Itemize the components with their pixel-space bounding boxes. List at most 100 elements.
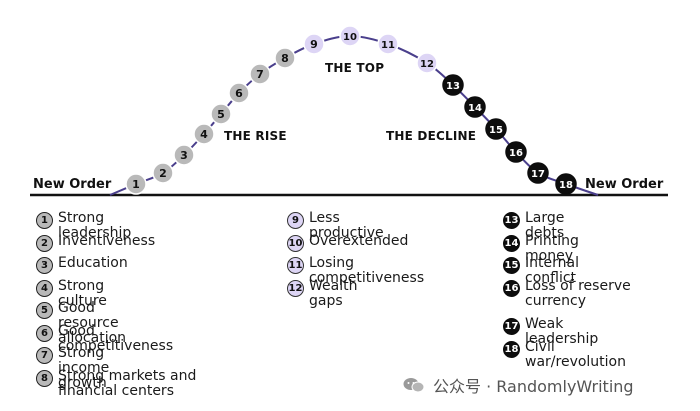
curve-dot-circle: [377, 33, 399, 55]
curve-dot-13: 13: [442, 74, 464, 96]
curve-dot-number: 2: [159, 167, 167, 180]
curve-dot-circle: [527, 162, 549, 184]
legend-item-3: 3 Education: [36, 256, 128, 274]
legend-number-badge: 3: [36, 257, 53, 274]
new-order-right-label: New Order: [585, 177, 664, 192]
legend-number-badge: 1: [36, 212, 53, 229]
legend-item-13: 13 Large debts: [503, 211, 564, 241]
legend-label: Good resource allocation: [58, 300, 127, 346]
the-rise-label: THE RISE: [224, 129, 287, 143]
curve-dot-circle: [193, 123, 215, 145]
curve-dot-number: 13: [446, 81, 460, 92]
curve-dot-18: 18: [555, 173, 577, 195]
curve-dot-circle: [125, 173, 147, 195]
legend-number-badge: 17: [503, 318, 520, 335]
curve-dot-number: 5: [217, 108, 225, 121]
legend-number-badge: 12: [287, 280, 304, 297]
legend-number-badge: 9: [287, 212, 304, 229]
curve-dot-circle: [485, 118, 507, 140]
curve-dot-4: 4: [193, 123, 215, 145]
legend-label: Overextended: [309, 233, 409, 249]
curve-dot-14: 14: [464, 96, 486, 118]
legend-label: Civil war/revolution: [525, 339, 626, 370]
curve-dot-3: 3: [173, 144, 195, 166]
legend-label: Losing competitiveness: [309, 255, 425, 286]
curve-dot-number: 6: [235, 87, 243, 100]
legend-number-badge: 6: [36, 325, 53, 342]
legend-label: Wealth gaps: [309, 278, 358, 309]
curve-dot-number: 7: [256, 68, 264, 81]
the-decline-label: THE DECLINE: [386, 129, 477, 143]
watermark: 公众号 · RandomlyWriting: [403, 373, 634, 397]
curve-dot-number: 3: [180, 149, 188, 162]
legend-number-badge: 2: [36, 235, 53, 252]
curve-dot-circle: [210, 103, 232, 125]
curve-dot-circle: [505, 141, 527, 163]
curve-dot-circle: [442, 74, 464, 96]
curve-dot-circle: [339, 25, 361, 47]
legend-item-7: 7 Strong income growth: [36, 346, 109, 391]
legend-number-badge: 8: [36, 370, 53, 387]
curve-dot-number: 16: [509, 148, 523, 159]
curve-dot-number: 1: [132, 178, 140, 191]
curve-dot-circle: [416, 52, 438, 74]
curve-dot-number: 12: [420, 59, 434, 70]
new-order-left-label: New Order: [33, 177, 112, 192]
curve-dot-2: 2: [152, 162, 174, 184]
legend-label: Printing money: [525, 233, 579, 264]
legend-item-4: 4 Strong culture: [36, 279, 107, 309]
legend-number-badge: 7: [36, 347, 53, 364]
curve-dot-15: 15: [485, 118, 507, 140]
legend-label: Education: [58, 255, 128, 271]
curve-dot-number: 9: [310, 38, 318, 51]
curve-dot-circle: [152, 162, 174, 184]
curve-dot-16: 16: [505, 141, 527, 163]
legend-number-badge: 4: [36, 280, 53, 297]
legend-number-badge: 5: [36, 302, 53, 319]
legend-item-5: 5 Good resource allocation: [36, 301, 126, 346]
curve-dot-5: 5: [210, 103, 232, 125]
curve-dot-number: 15: [489, 125, 503, 136]
legend-label: Good competitiveness: [58, 323, 174, 354]
legend-item-8: 8 Strong markets and financial centers: [36, 369, 208, 399]
curve-dot-circle: [464, 96, 486, 118]
legend-number-badge: 11: [287, 257, 304, 274]
legend-label: Large debts: [525, 210, 565, 241]
legend-item-17: 17 Weak leadership: [503, 317, 598, 347]
legend-label: Strong income growth: [58, 345, 110, 391]
watermark-text: 公众号 · RandomlyWriting: [433, 377, 634, 396]
curve-dot-8: 8: [274, 47, 296, 69]
curve-dot-circle: [303, 33, 325, 55]
legend-item-9: 9 Less productive: [287, 211, 384, 241]
curve-dot-circle: [173, 144, 195, 166]
legend-label: Strong leadership: [58, 210, 132, 241]
curve-dot-number: 14: [468, 103, 482, 114]
legend-label: Less productive: [309, 210, 384, 241]
legend-label: Weak leadership: [525, 316, 599, 347]
curve-dot-number: 8: [281, 52, 289, 65]
legend-label: Internal conflict: [525, 255, 579, 286]
legend-item-10: 10 Overextended: [287, 234, 408, 252]
legend-label: Strong markets and financial centers: [58, 368, 197, 399]
curve-dot-6: 6: [228, 82, 250, 104]
curve-dot-circle: [249, 63, 271, 85]
legend-label: Strong culture: [58, 278, 107, 309]
curve-dot-12: 12: [416, 52, 438, 74]
curve-dot-number: 11: [381, 40, 395, 51]
curve-dot-number: 18: [559, 180, 573, 191]
legend-number-badge: 13: [503, 212, 520, 229]
curve-dot-7: 7: [249, 63, 271, 85]
wechat-icon: [403, 378, 425, 393]
legend-number-badge: 10: [287, 235, 304, 252]
legend-item-6: 6 Good competitiveness: [36, 324, 173, 354]
curve-dot-1: 1: [125, 173, 147, 195]
curve-dot-number: 17: [531, 169, 545, 180]
